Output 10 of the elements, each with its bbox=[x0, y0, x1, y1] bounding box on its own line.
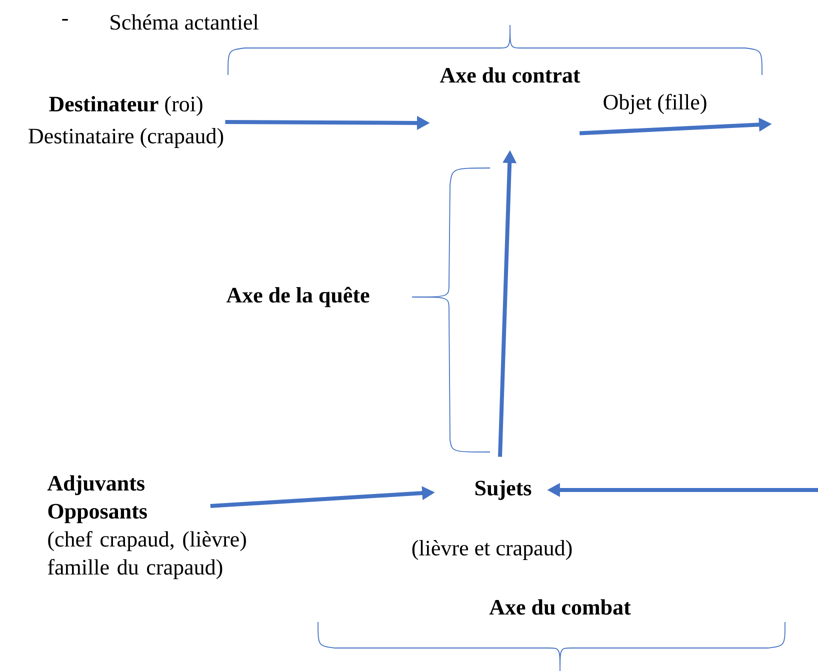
node-text: Sujets bbox=[475, 480, 532, 500]
bullet: - bbox=[62, 19, 68, 21]
node-text: Objet (fille) bbox=[604, 94, 706, 114]
axis-label: Axe du combat bbox=[489, 599, 631, 615]
heading: Schéma actantiel bbox=[110, 14, 258, 30]
axis-label: Axe du contrat bbox=[440, 67, 580, 83]
axis-label: Axe de la quête bbox=[226, 286, 370, 308]
node-caption: (lièvre et crapaud) bbox=[412, 540, 572, 560]
node-text: Adjuvants Opposants (chef crapaud, (lièvre) famille du crapaud) bbox=[47, 475, 246, 580]
node-text: Destinateur (roi) Destinataire (crapaud) bbox=[28, 96, 224, 148]
